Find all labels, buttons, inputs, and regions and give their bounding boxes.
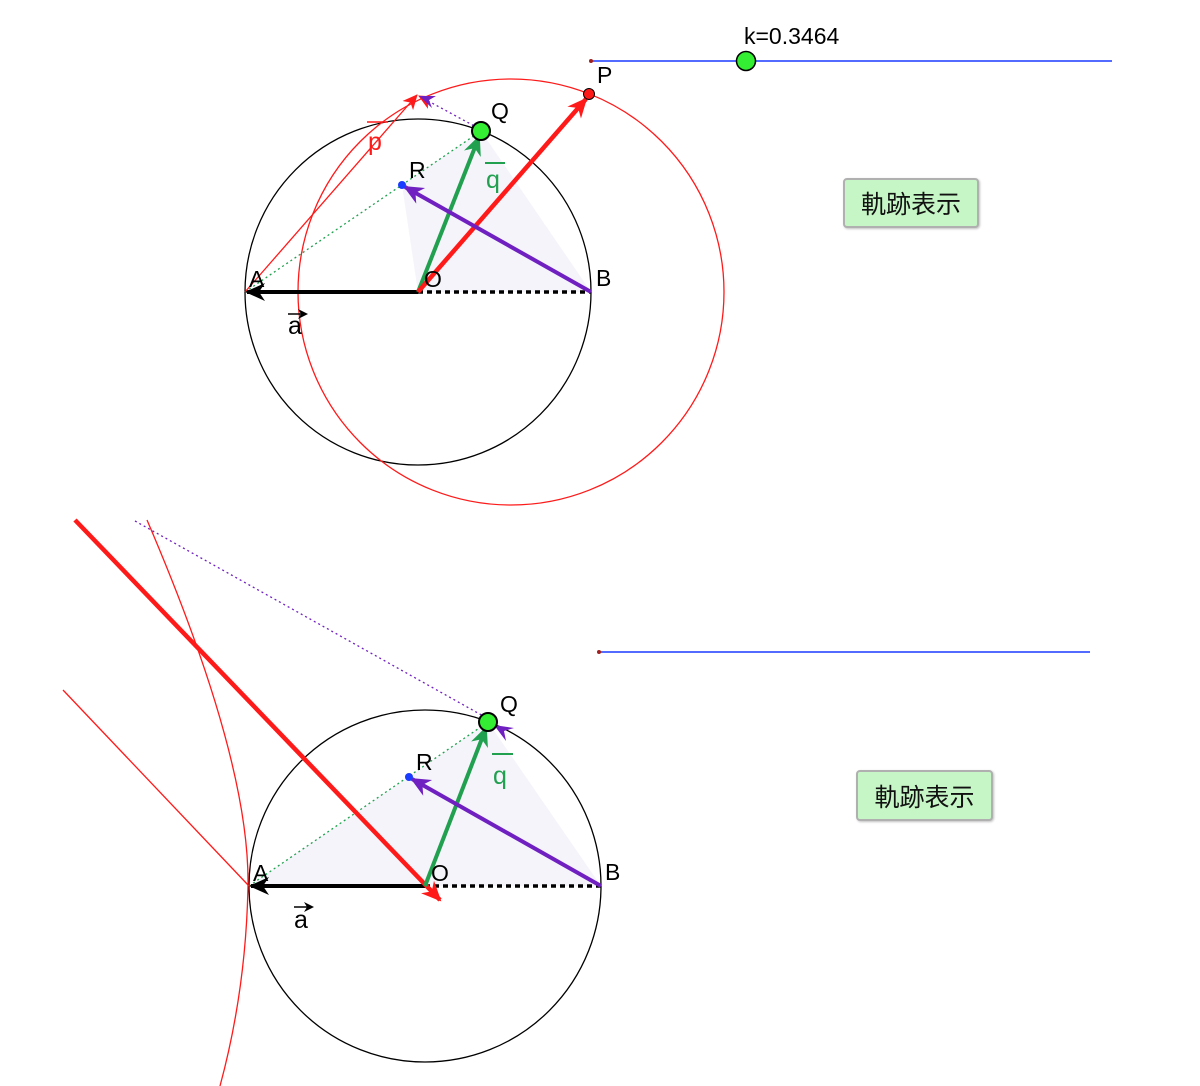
vector-OP (416, 97, 588, 294)
purple-arrowhead (419, 96, 436, 108)
label-vector-a: a (294, 906, 308, 934)
label-R: R (416, 749, 433, 775)
slider-label: k=0.3464 (744, 23, 839, 49)
label-vector-a: a (288, 312, 302, 340)
vector-p-thin (244, 94, 418, 293)
point-R[interactable] (405, 773, 413, 781)
label-B: B (596, 265, 611, 291)
label-Q: Q (491, 98, 509, 124)
label-O: O (424, 266, 442, 292)
label-vector-q: q (486, 166, 500, 194)
shaded-region (402, 131, 591, 292)
label-O: O (431, 860, 449, 886)
vector-OP-thick (73, 518, 442, 902)
point-R[interactable] (398, 181, 406, 189)
label-Q: Q (500, 691, 518, 717)
bottom-construction: Q R O A B a q (62, 518, 1090, 1086)
vector-BR (410, 777, 602, 888)
slider-start-point (589, 59, 593, 63)
label-A: A (249, 266, 265, 292)
slider-knob[interactable] (735, 50, 757, 72)
show-locus-button-top[interactable]: 軌跡表示 (843, 178, 979, 228)
purple-arrowhead (494, 725, 514, 741)
vector-BR (403, 185, 592, 294)
label-vector-p: p (368, 128, 382, 156)
point-Q[interactable] (471, 121, 491, 141)
point-P[interactable] (583, 88, 595, 100)
slider-start-point (597, 650, 601, 654)
point-Q[interactable] (478, 712, 498, 732)
label-P: P (597, 62, 612, 88)
dotted-purple-line (134, 520, 486, 718)
vector-q (416, 135, 481, 293)
locus-arc (146, 519, 249, 1086)
show-locus-button-bottom[interactable]: 軌跡表示 (856, 770, 993, 821)
label-B: B (605, 859, 620, 885)
label-R: R (409, 157, 426, 183)
label-vector-q: q (493, 762, 507, 790)
vector-q (423, 726, 488, 887)
shaded-region (249, 722, 601, 886)
thin-red-line (62, 689, 250, 887)
label-A: A (253, 860, 269, 886)
top-construction: k=0.3464 P Q R O A B a p q (244, 23, 1112, 506)
dotted-A-Q (248, 721, 489, 887)
